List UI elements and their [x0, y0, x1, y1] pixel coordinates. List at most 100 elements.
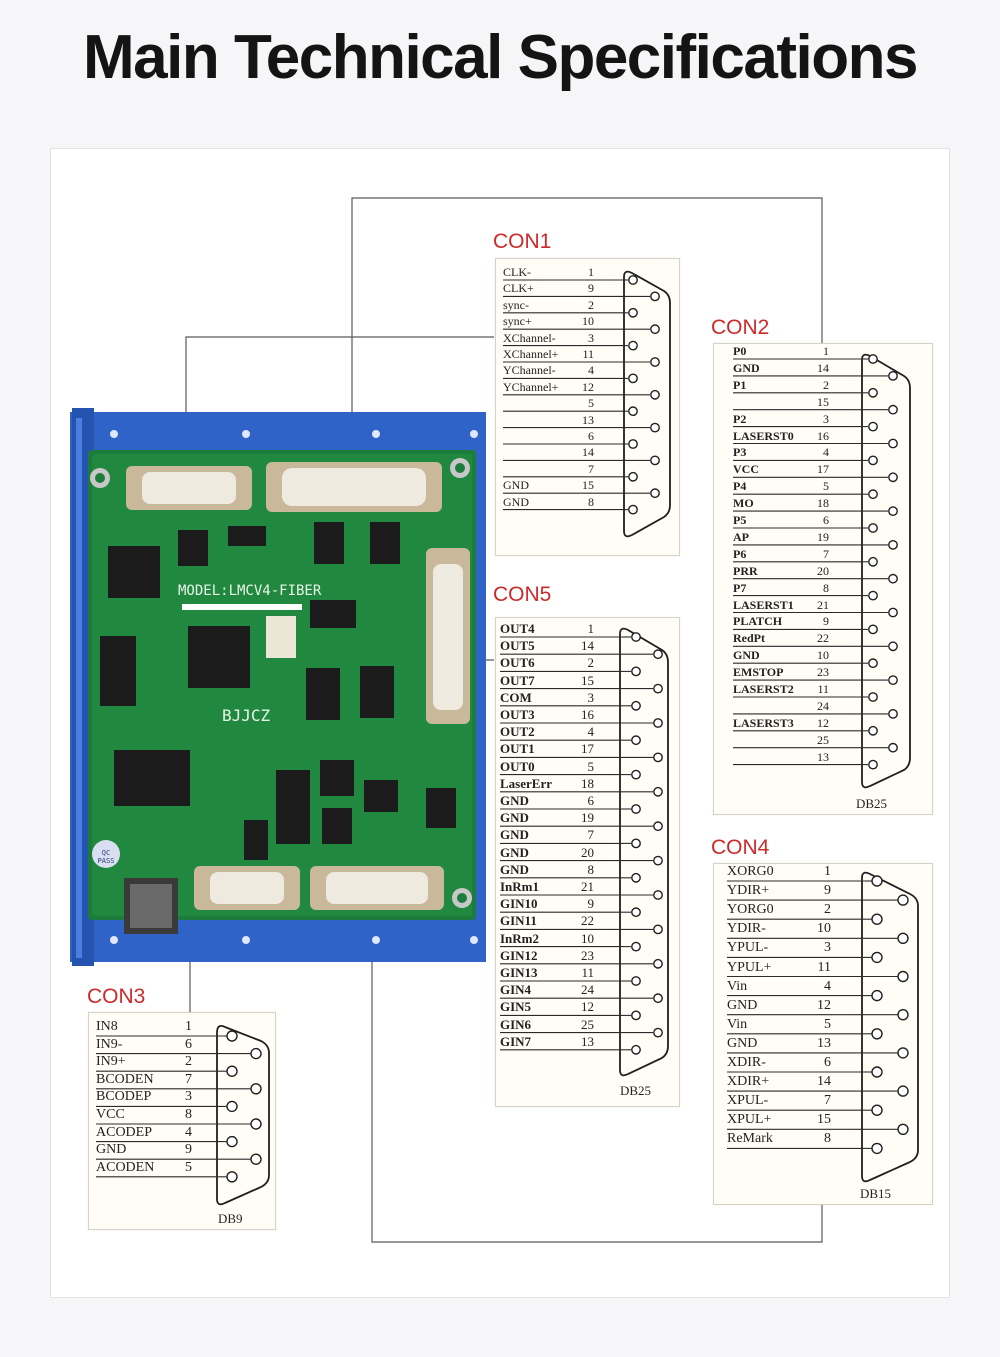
con5-signal: OUT1: [500, 741, 535, 757]
con3-pin-number: 2: [185, 1054, 192, 1070]
con5-signal: OUT5: [500, 638, 535, 654]
con4-signal: Vin: [727, 1016, 748, 1032]
con1-signal: sync-: [503, 297, 529, 312]
con5-signal: GND: [500, 827, 529, 843]
con5-pin-circle: [653, 993, 663, 1004]
con1-pin-circle: [650, 389, 660, 400]
con2-pin-circle: [868, 759, 878, 770]
con5-signal: COM: [500, 689, 532, 705]
con2-pin-number: 1: [823, 344, 829, 358]
con3-pin-circle: [250, 1047, 262, 1060]
con2-pin-circle: [868, 489, 878, 500]
con4-pin-circle: [871, 951, 883, 964]
con2-pin-circle: [888, 506, 898, 516]
con4-signal: ReMark: [727, 1131, 773, 1147]
con3-signal: GND: [96, 1142, 127, 1158]
con4-pin-circle: [897, 1085, 909, 1097]
con5-pin-circle: [631, 700, 641, 711]
con2-signal: P1: [733, 377, 747, 392]
qc-sticker: [92, 840, 120, 868]
con2-signal: LASERST3: [733, 715, 794, 730]
con2-signal: PRR: [733, 563, 758, 578]
con4-pin-number: 4: [824, 978, 831, 994]
con1-signal: GND: [503, 478, 529, 493]
con5-pin-number: 18: [581, 775, 594, 791]
con5-pin-circle: [631, 976, 641, 986]
con1-signal: XChannel+: [503, 347, 559, 361]
con5-signal: GND: [500, 861, 529, 877]
con1-pin-circle: [650, 422, 660, 433]
con5-signal: OUT6: [500, 655, 535, 671]
con3-pinout: [88, 1012, 276, 1230]
con4-pin-number: 11: [817, 959, 831, 975]
con5-pin-number: 21: [581, 879, 594, 894]
con5-signal: OUT0: [500, 758, 535, 774]
con4-pin-number: 13: [817, 1035, 831, 1051]
con1-pin-circle: [650, 291, 660, 302]
con3-signal: ACODEP: [96, 1124, 153, 1140]
con2-signal: P5: [733, 513, 747, 527]
con2-pin-number: 17: [817, 462, 829, 477]
con1-pin-number: 15: [582, 478, 594, 493]
wire-con4: [371, 935, 823, 1243]
con5-signal: LaserErr: [500, 775, 552, 791]
con2-pin-number: 3: [823, 411, 829, 426]
con3-pin-number: 8: [185, 1107, 192, 1122]
con4-signal: YPUL+: [727, 959, 772, 975]
con2-pin-number: 8: [823, 580, 829, 595]
con5-title: CON5: [493, 583, 552, 606]
con5-pin-number: 11: [581, 965, 594, 980]
con4-pin-number: 5: [824, 1016, 831, 1032]
con1-pin-circle: [650, 455, 660, 466]
con1-pin-number: 11: [582, 347, 594, 361]
con5-signal: OUT2: [500, 724, 535, 740]
con5-signal: OUT4: [500, 621, 535, 636]
con2-title: CON2: [711, 316, 770, 339]
page-title: Main Technical Specifications: [83, 23, 918, 92]
con2-pin-circle: [888, 404, 898, 415]
con1-pin-number: 4: [588, 363, 594, 378]
con5-signal: GND: [500, 793, 529, 808]
con5-pin-number: 12: [581, 999, 594, 1015]
con5-signal: GIN10: [500, 896, 538, 912]
con1-pin-number: 2: [588, 297, 594, 312]
con2-signal: MO: [733, 496, 754, 511]
con4-signal: YDIR-: [727, 921, 766, 937]
con4-signal: GND: [727, 1035, 758, 1051]
con5-pin-number: 23: [581, 947, 594, 963]
con1-signal: CLK+: [503, 281, 534, 296]
con3-pin-circle: [226, 1171, 238, 1183]
con4-connector-outline: [861, 871, 919, 1183]
con4-db-label: DB15: [860, 1186, 892, 1201]
con2-signal: P0: [733, 344, 747, 358]
con3-signal: ACODEN: [96, 1159, 155, 1175]
con2-signal: LASERST0: [733, 428, 794, 443]
con5-pin-circle: [631, 1044, 641, 1055]
con5-signal: GND: [500, 844, 529, 860]
con2-signal: P3: [733, 445, 747, 460]
con5-pin-circle: [631, 769, 641, 780]
con3-pin-circle: [250, 1118, 262, 1130]
con5-pin-circle: [631, 804, 641, 814]
con2-pin-circle: [868, 624, 878, 635]
con5-signal: OUT7: [500, 672, 535, 688]
con1-signal: GND: [503, 494, 529, 509]
con3-pin-circle: [226, 1030, 238, 1042]
con5-pin-circle: [653, 924, 663, 935]
con4-pin-circle: [897, 1009, 909, 1021]
con2-pin-circle: [888, 742, 898, 753]
con5-pin-circle: [631, 632, 641, 642]
con3-pin-number: 5: [185, 1159, 192, 1175]
con2-pin-number: 11: [817, 682, 829, 696]
con1-pin-circle: [628, 373, 638, 384]
con2-pin-number: 14: [817, 360, 829, 375]
con2-connector-outline: [861, 353, 911, 789]
con3-connector-outline: [216, 1024, 270, 1206]
con5-pin-number: 9: [587, 896, 595, 912]
con4-pin-circle: [871, 1028, 883, 1040]
con5-signal: GIN6: [500, 1016, 532, 1032]
con1-signal: YChannel-: [503, 363, 556, 378]
con4-pin-circle: [897, 1047, 909, 1059]
con5-pin-number: 22: [581, 913, 594, 929]
